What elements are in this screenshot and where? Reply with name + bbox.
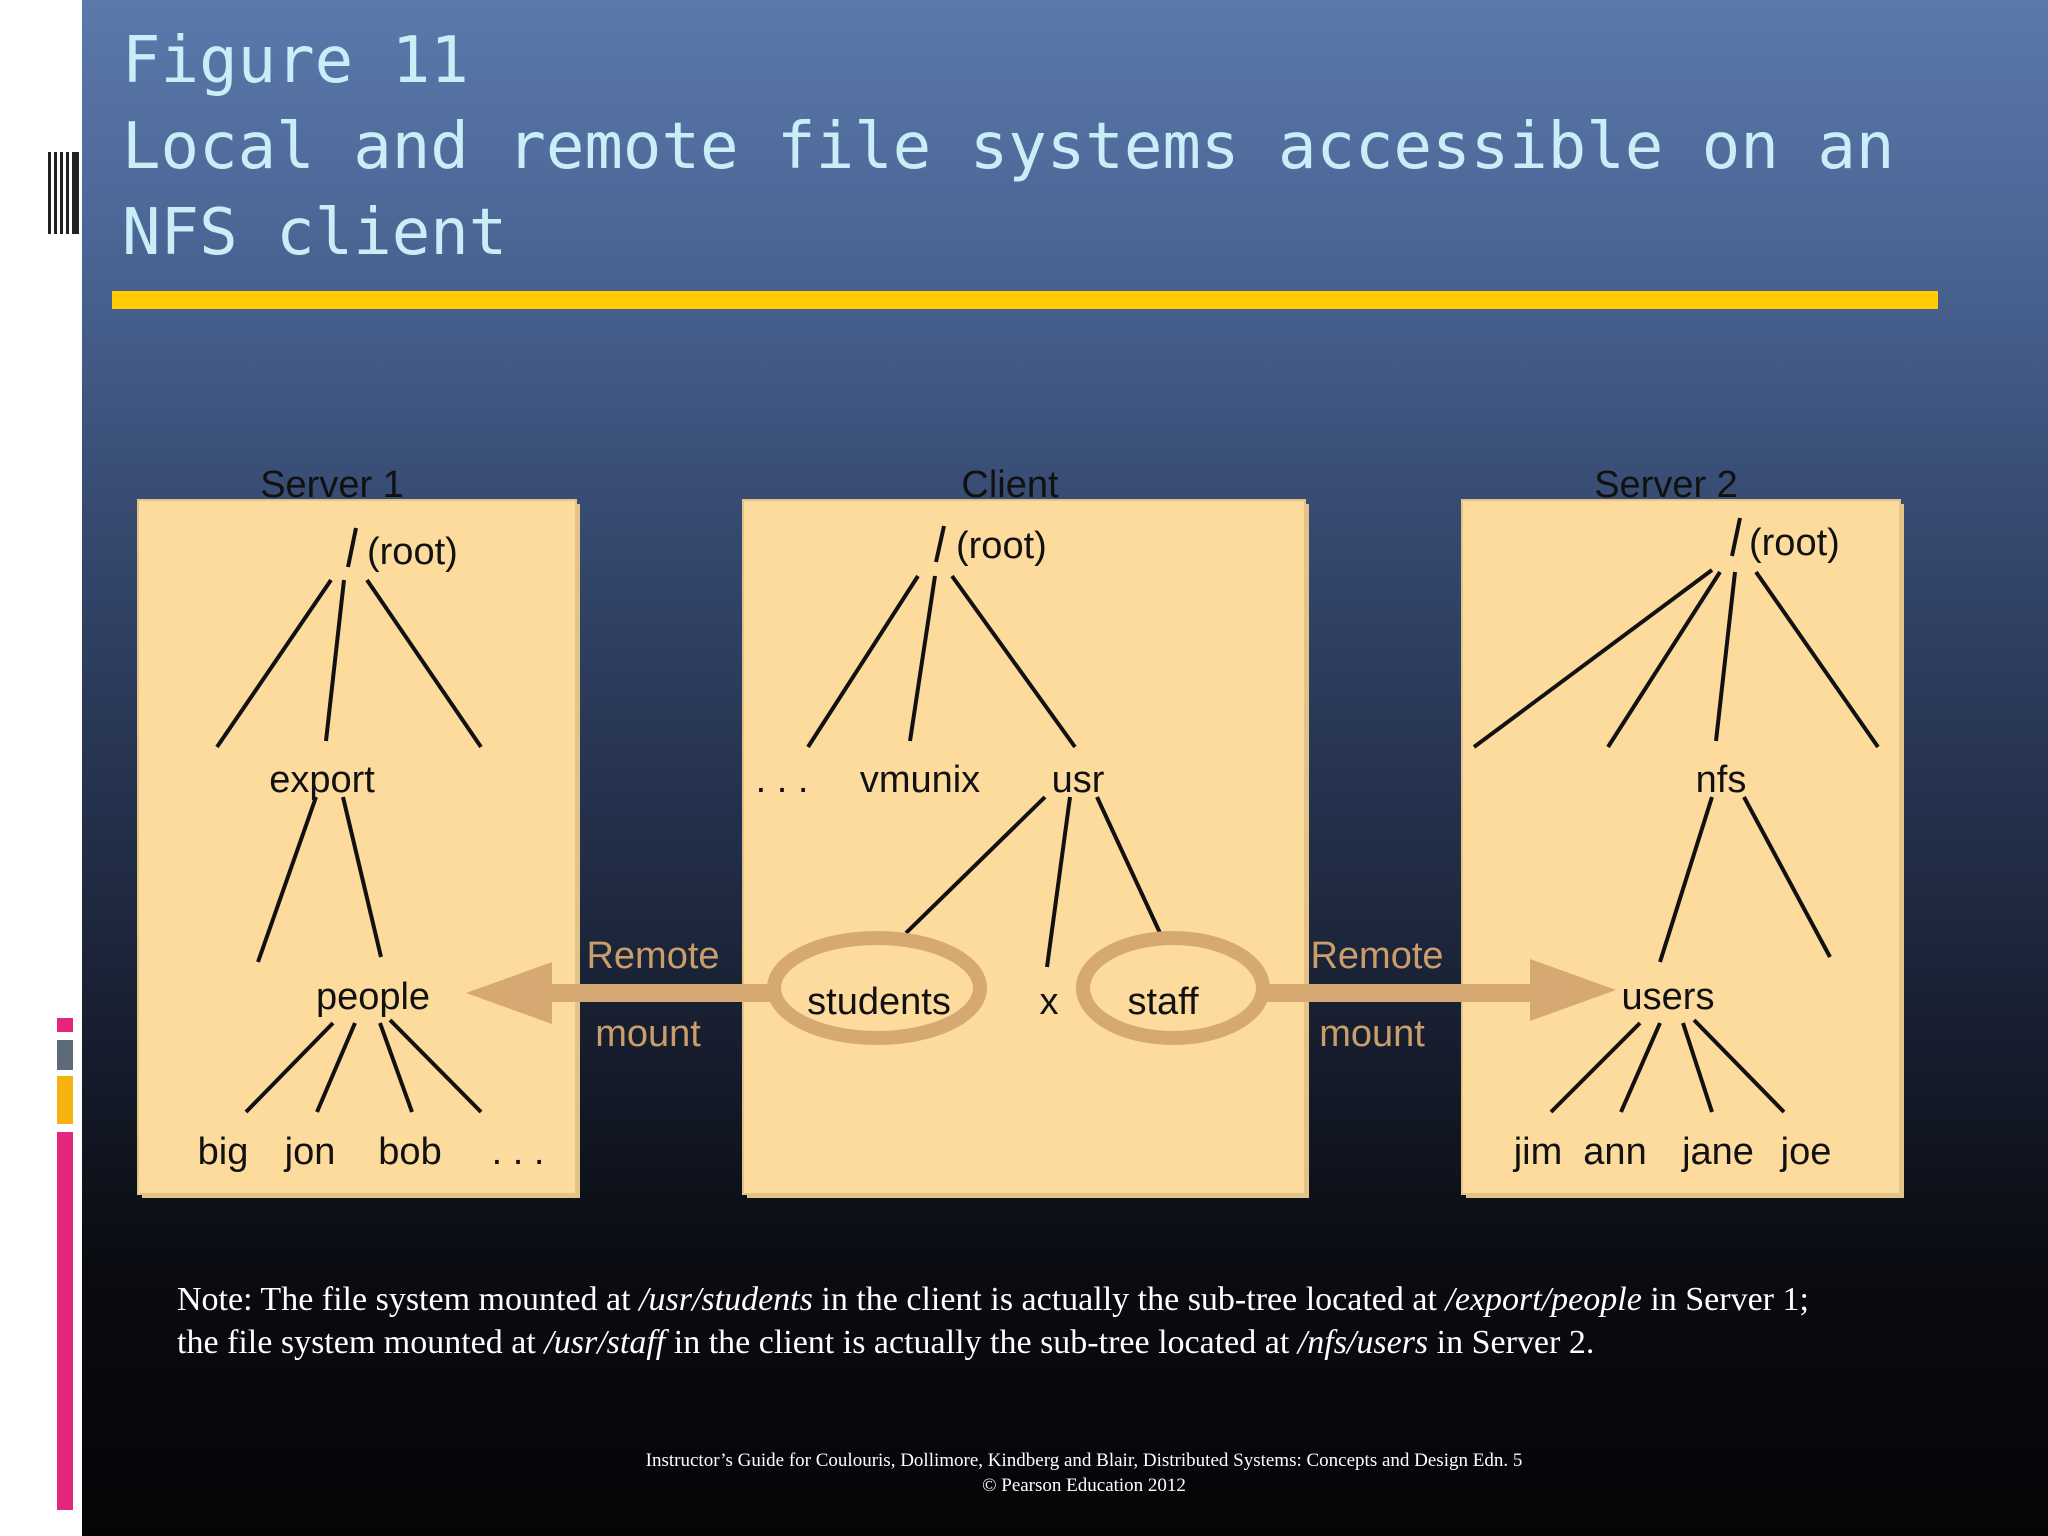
client-students: students [807,981,951,1023]
client-root-label: (root) [956,525,1047,567]
server2-leaf-ann: ann [1583,1131,1646,1173]
note-text-4: the file system mounted at [177,1324,545,1361]
deco-orange [57,1076,73,1124]
server1-people: people [316,976,430,1018]
server1-leaf-big: big [198,1131,249,1173]
slide-footer: Instructor’s Guide for Coulouris, Dollim… [0,1448,2048,1498]
server2-tree-edges [1472,517,1880,1114]
client-staff: staff [1127,981,1199,1023]
note-text-5: in the client is actually the sub-tree l… [665,1324,1298,1361]
title-line-2: Local and remote file systems accessible… [122,110,1895,184]
title-line-3: NFS client [122,196,508,270]
note-path-nfs-users: /nfs/users [1297,1324,1429,1361]
students-mount-ring [767,931,987,1045]
server2-leaf-jane: jane [1681,1131,1754,1173]
server2-leaf-joe: joe [1780,1131,1832,1173]
server2-panel [1461,499,1901,1195]
staff-mount-ring [1076,931,1270,1045]
right-mount-label-line1: Remote [1310,935,1443,977]
deco-pink-long [57,1132,73,1510]
server1-tree-edges [215,527,483,1114]
client-panel [742,499,1306,1195]
server2-nfs: nfs [1696,759,1747,801]
deco-gray [57,1040,73,1070]
note-text-3: in Server 1; [1641,1281,1809,1318]
server2-label: Server 2 [1594,464,1738,506]
mount-arrow-right [1263,959,1616,1021]
note-path-usr-students: /usr/students [639,1281,813,1318]
right-mount-label-line2: mount [1319,1013,1425,1055]
note-text-6: in Server 2. [1428,1324,1595,1361]
deco-pink-small [57,1018,73,1032]
server2-root-label: (root) [1749,522,1840,564]
footer-citation: Instructor’s Guide for Coulouris, Dollim… [645,1450,1523,1471]
server1-leaf-bob: bob [378,1131,441,1173]
client-dots: . . . [756,759,809,801]
slide-title: Figure 11 Local and remote file systems … [122,18,2002,276]
server1-leaf-jon: jon [284,1131,336,1173]
server2-users: users [1622,976,1715,1018]
client-x: x [1040,981,1059,1023]
server1-export: export [269,759,375,801]
note-text-1: Note: The file system mounted at [177,1281,640,1318]
note-path-usr-staff: /usr/staff [544,1324,666,1361]
diagram-note: Note: The file system mounted at /usr/st… [177,1278,1977,1364]
note-text-2: in the client is actually the sub-tree l… [812,1281,1446,1318]
server2-leaf-jim: jim [1513,1131,1563,1173]
client-label: Client [961,464,1059,506]
left-mount-label-line1: Remote [586,935,719,977]
server1-leaf-more: . . . [492,1131,545,1173]
server1-label: Server 1 [260,464,404,506]
title-underline [112,291,1938,309]
note-path-export-people: /export/people [1445,1281,1642,1318]
server1-panel [137,499,577,1195]
mount-arrow-left [466,962,773,1024]
title-line-1: Figure 11 [122,24,469,98]
left-mount-label-line2: mount [595,1013,701,1055]
deco-bars [48,152,80,234]
client-tree-edges [806,525,1162,968]
client-vmunix: vmunix [860,759,980,801]
client-usr: usr [1052,759,1105,801]
server1-root-label: (root) [367,531,458,573]
footer-copyright: © Pearson Education 2012 [982,1475,1186,1496]
